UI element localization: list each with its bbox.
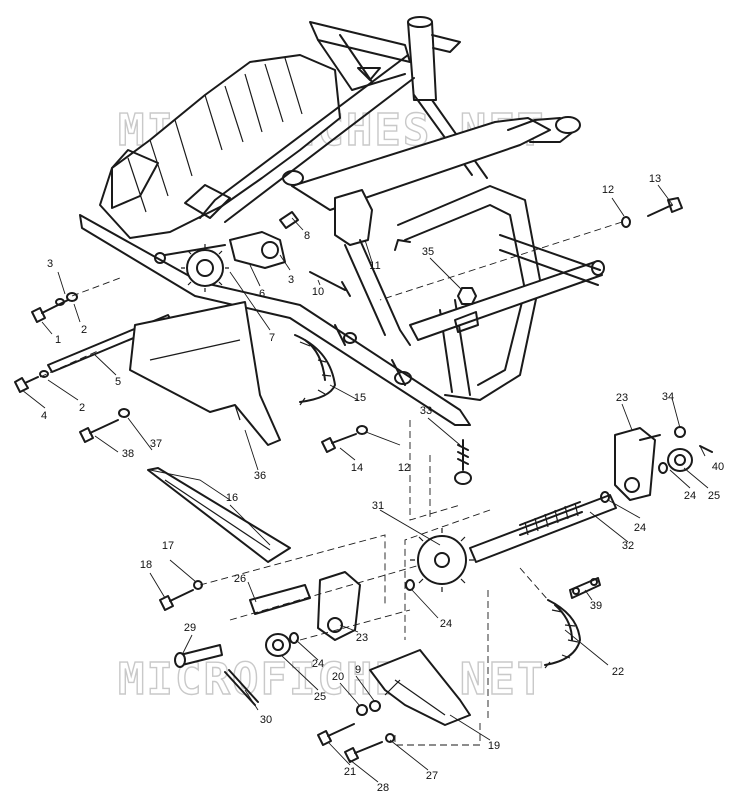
callout-23-left: 23 [356, 632, 368, 644]
pin-29 [174, 644, 223, 668]
fasteners-upper-left [14, 292, 78, 393]
callout-34: 34 [662, 391, 674, 403]
callout-40: 40 [712, 461, 724, 473]
callout-25-right: 25 [708, 490, 720, 502]
callout-5: 5 [115, 376, 121, 388]
callout-24-right: 24 [684, 490, 696, 502]
bolt-38-washer-37 [79, 408, 130, 443]
callout-37: 37 [150, 438, 162, 450]
callout-3-lower: 3 [288, 274, 294, 286]
chain-guard-lower [147, 467, 291, 563]
spacer-26 [249, 584, 311, 615]
bolt-18-washer-17 [159, 580, 203, 611]
chain-guard [129, 301, 281, 446]
callout-29: 29 [184, 622, 196, 634]
callout-8: 8 [304, 230, 310, 242]
leader-lines [21, 184, 709, 783]
callout-7: 7 [269, 332, 275, 344]
master-link-39 [569, 577, 601, 599]
callout-6: 6 [259, 288, 265, 300]
callout-22: 22 [612, 666, 624, 678]
callout-4: 4 [41, 410, 47, 422]
callout-17: 17 [162, 540, 174, 552]
rear-sprocket [405, 528, 474, 592]
callout-2-lower: 2 [79, 402, 85, 414]
callout-9: 9 [355, 664, 361, 676]
bolt-13-washer-12 [621, 197, 683, 228]
drive-sprocket-assembly [154, 231, 286, 292]
bolt-14-washer-12 [321, 425, 368, 453]
callout-19: 19 [488, 740, 500, 752]
callout-32: 32 [622, 540, 634, 552]
callout-33: 33 [420, 405, 432, 417]
bolts-8-10 [279, 211, 351, 297]
callout-24-right-low: 24 [634, 522, 646, 534]
callout-23-right: 23 [616, 392, 628, 404]
callout-15: 15 [354, 392, 366, 404]
bolts-lower [317, 700, 395, 763]
drive-chain-lower [544, 599, 581, 669]
callout-11: 11 [369, 260, 380, 272]
callout-39: 39 [590, 600, 602, 612]
callouts: 3 1 2 2 4 5 6 7 8 3 10 11 12 13 12 14 15… [41, 173, 724, 794]
adjuster-bolt-33 [454, 439, 472, 485]
callout-18: 18 [140, 559, 152, 571]
callout-14: 14 [351, 462, 363, 474]
callout-36: 36 [254, 470, 266, 482]
callout-21: 21 [344, 766, 356, 778]
bearing-carrier-right [614, 426, 713, 501]
callout-24-left: 24 [312, 658, 324, 670]
callout-26: 26 [234, 573, 246, 585]
callout-10: 10 [312, 286, 324, 298]
callout-28: 28 [377, 782, 389, 794]
callout-12-lower: 12 [398, 462, 410, 474]
rear-axle [469, 491, 617, 563]
callout-24-center: 24 [440, 618, 452, 630]
bearing-carrier-left [265, 571, 361, 657]
callout-1: 1 [55, 334, 61, 346]
main-frame [79, 16, 605, 426]
cotter-pin-30 [224, 669, 259, 706]
callout-31: 31 [372, 500, 384, 512]
callout-16: 16 [226, 492, 238, 504]
callout-30: 30 [260, 714, 272, 726]
callout-35: 35 [422, 246, 434, 258]
callout-12-upper: 12 [602, 184, 614, 196]
callout-25-left: 25 [314, 691, 326, 703]
callout-13: 13 [649, 173, 661, 185]
callout-27: 27 [426, 770, 438, 782]
callout-20: 20 [332, 671, 344, 683]
callout-2-upper: 2 [81, 324, 87, 336]
assembly-guides [39, 221, 623, 746]
drive-chain-upper [294, 334, 336, 406]
callout-3-upper: 3 [47, 258, 53, 270]
nut-35 [457, 287, 477, 305]
callout-38: 38 [122, 448, 134, 460]
